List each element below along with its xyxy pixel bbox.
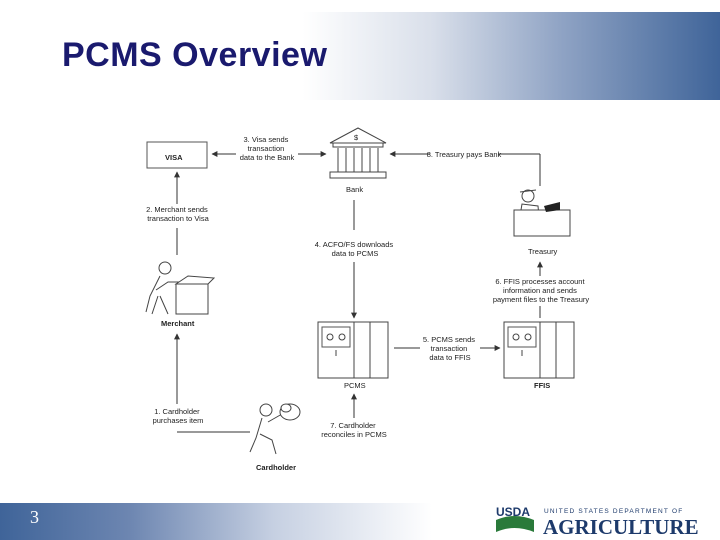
merchant-label: Merchant (161, 319, 195, 328)
step-3-label: 3. Visa sends transaction data to the Ba… (240, 135, 295, 162)
step-5-label: 5. PCMS sends transaction data to FFIS (423, 335, 477, 362)
usda-agriculture-text: AGRICULTURE (543, 515, 699, 538)
step-2-label: 2. Merchant sends transaction to Visa (146, 205, 210, 223)
usda-field-icon (496, 516, 534, 532)
visa-label: VISA (165, 153, 183, 162)
cardholder-icon (249, 403, 301, 455)
step-7-label: 7. Cardholder reconciles in PCMS (321, 421, 386, 439)
pcms-computer-icon (317, 321, 389, 379)
cardholder-label: Cardholder (256, 463, 296, 472)
usda-wordmark: USDA (496, 505, 530, 519)
title-band (0, 12, 720, 100)
ffis-computer-icon (503, 321, 575, 379)
step-6-label: 6. FFIS processes account information an… (493, 277, 590, 304)
step-1-label: 1. Cardholder purchases item (153, 407, 204, 425)
bank-symbol: $ (354, 133, 359, 142)
treasury-label: Treasury (528, 247, 558, 256)
page-number: 3 (30, 507, 39, 527)
treasury-icon (513, 189, 571, 237)
merchant-icon (145, 261, 216, 315)
ffis-label: FFIS (534, 381, 550, 390)
usda-logo: USDA UNITED STATES DEPARTMENT OF AGRICUL… (496, 505, 699, 538)
footer-band (0, 503, 720, 540)
step-4-label: 4. ACFO/FS downloads data to PCMS (315, 240, 395, 258)
bank-icon: $ (329, 127, 387, 179)
pcms-label: PCMS (344, 381, 366, 390)
step-8-label: 8. Treasury pays Bank (427, 150, 502, 159)
bank-label: Bank (346, 185, 363, 194)
usda-dept-text: UNITED STATES DEPARTMENT OF (544, 508, 683, 515)
slide-title: PCMS Overview (62, 36, 328, 74)
visa-node: VISA (146, 141, 208, 169)
